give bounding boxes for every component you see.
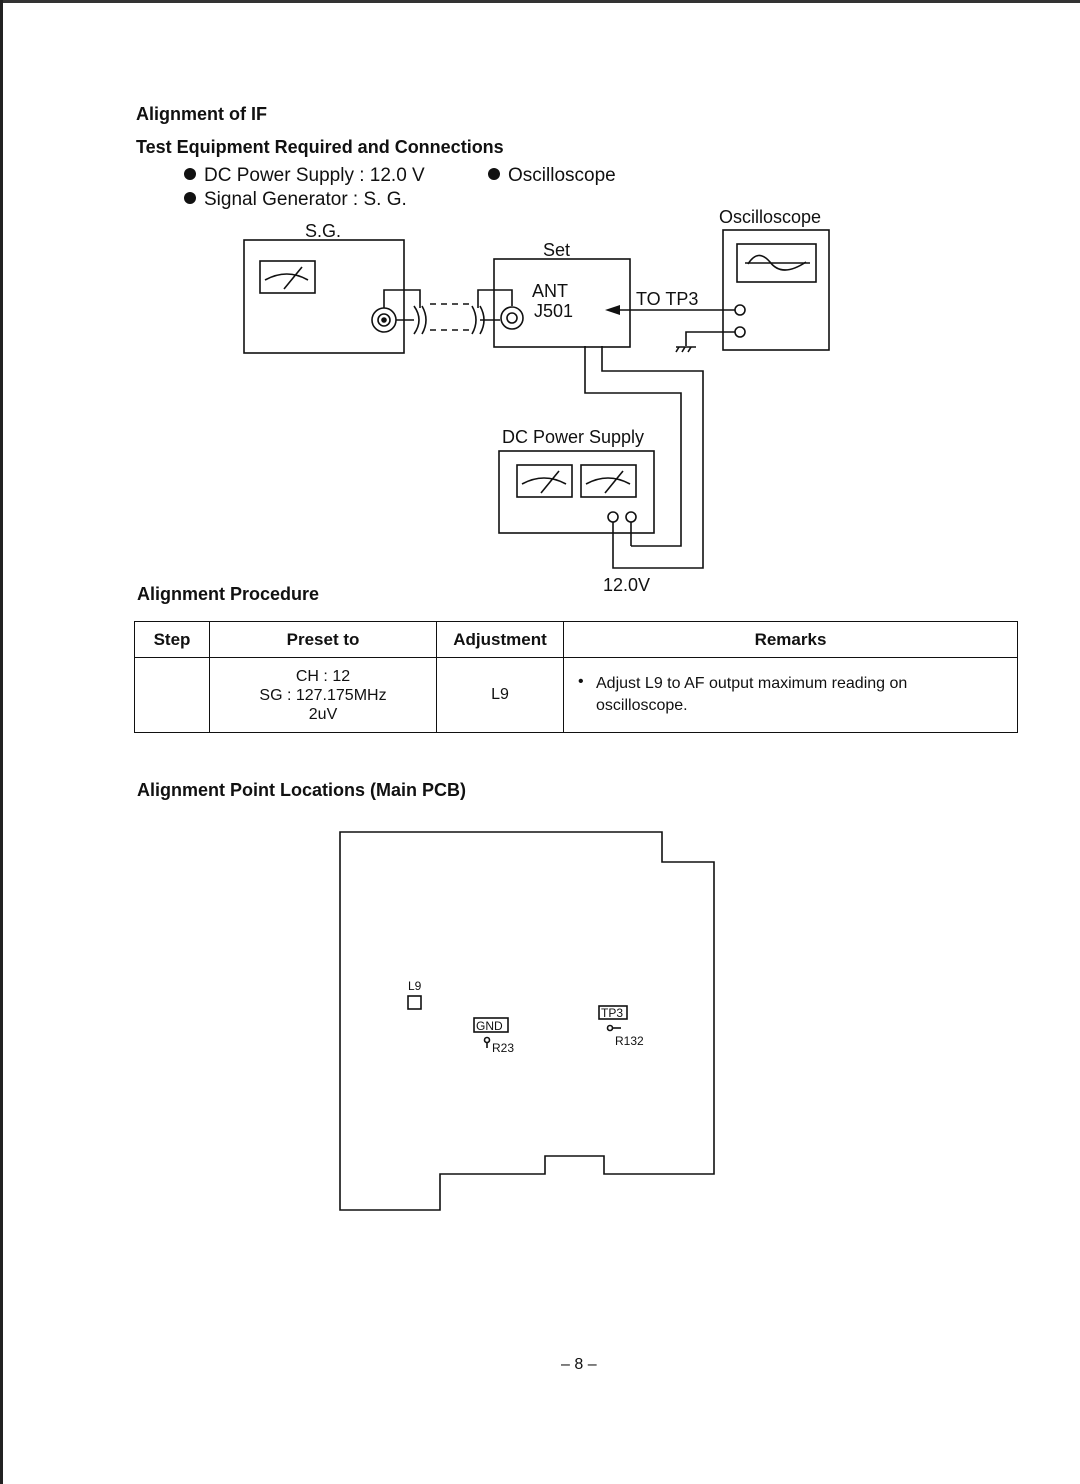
connection-diagram: S.G. Set ANT J501 TO TP3 Oscilloscope DC… [243,207,830,595]
cell-preset: CH : 12 SG : 127.175MHz 2uV [209,657,437,733]
gnd-box [473,1017,509,1033]
preset-level: 2uV [308,705,338,723]
equipment-item-dc-supply: DC Power Supply : 12.0 V [184,165,425,187]
column-header-adjustment: Adjustment [436,621,564,658]
section-title: Alignment of IF [136,104,267,124]
voltage-label: 12.0V [603,575,650,595]
l9-label: L9 [408,979,422,993]
preset-channel: CH : 12 [295,667,351,685]
oscilloscope-box [722,229,830,351]
equipment-heading: Test Equipment Required and Connections [136,137,504,157]
procedure-heading: Alignment Procedure [137,584,320,604]
pcb-outline [339,831,715,1211]
page-number: – 8 – [561,1356,597,1373]
ant-label: ANT [532,281,568,301]
dc-supply-label: DC Power Supply [502,427,644,447]
page-top-edge [0,0,1080,3]
procedure-table: Step Preset to Adjustment Remarks CH : 1… [134,621,1018,733]
oscilloscope-label: Oscilloscope [719,207,821,227]
pcb-diagram: L9 GND R23 TP3 R132 [339,831,715,1211]
jack-label: J501 [534,301,573,321]
arrow-icon [605,305,620,315]
dc-meter-icon [516,464,573,498]
ant-connector-icon [500,306,524,330]
cell-remarks: • Adjust L9 to AF output maximum reading … [563,657,1018,733]
sg-box [243,239,405,354]
table-header-row: Step Preset to Adjustment Remarks [134,621,1018,658]
gnd-label: GND [476,1019,503,1033]
set-label: Set [543,240,570,260]
preset-sg-frequency: SG : 127.175MHz [259,686,387,704]
locations-heading: Alignment Point Locations (Main PCB) [137,780,466,800]
cell-adjustment: L9 [436,657,564,733]
table-row: CH : 12 SG : 127.175MHz 2uV L9 • Adjust L… [134,657,1018,733]
sg-label: S.G. [305,221,341,241]
l9-coil-icon [407,995,422,1010]
column-header-preset: Preset to [209,621,437,658]
set-box [493,258,631,348]
bullet-icon: • [578,673,584,690]
column-header-step: Step [134,621,210,658]
cell-step [134,657,210,733]
to-tp3-label: TO TP3 [636,289,698,309]
oscilloscope-screen-icon [736,243,817,283]
dc-supply-box [498,450,655,534]
tp3-label: TP3 [601,1006,623,1020]
equipment-item-signal-generator: Signal Generator : S. G. [184,189,407,211]
bullet-icon [184,168,196,180]
r132-label: R132 [615,1034,644,1048]
r23-label: R23 [492,1041,514,1055]
column-header-remarks: Remarks [563,621,1018,658]
equipment-item-oscilloscope: Oscilloscope [488,165,616,187]
remarks-text: Adjust L9 to AF output maximum reading o… [596,675,908,714]
bullet-icon [184,192,196,204]
page-left-edge [0,0,3,1484]
dc-meter-icon [580,464,637,498]
sg-meter-icon [259,260,316,294]
bullet-icon [488,168,500,180]
tp3-box [598,1005,628,1020]
